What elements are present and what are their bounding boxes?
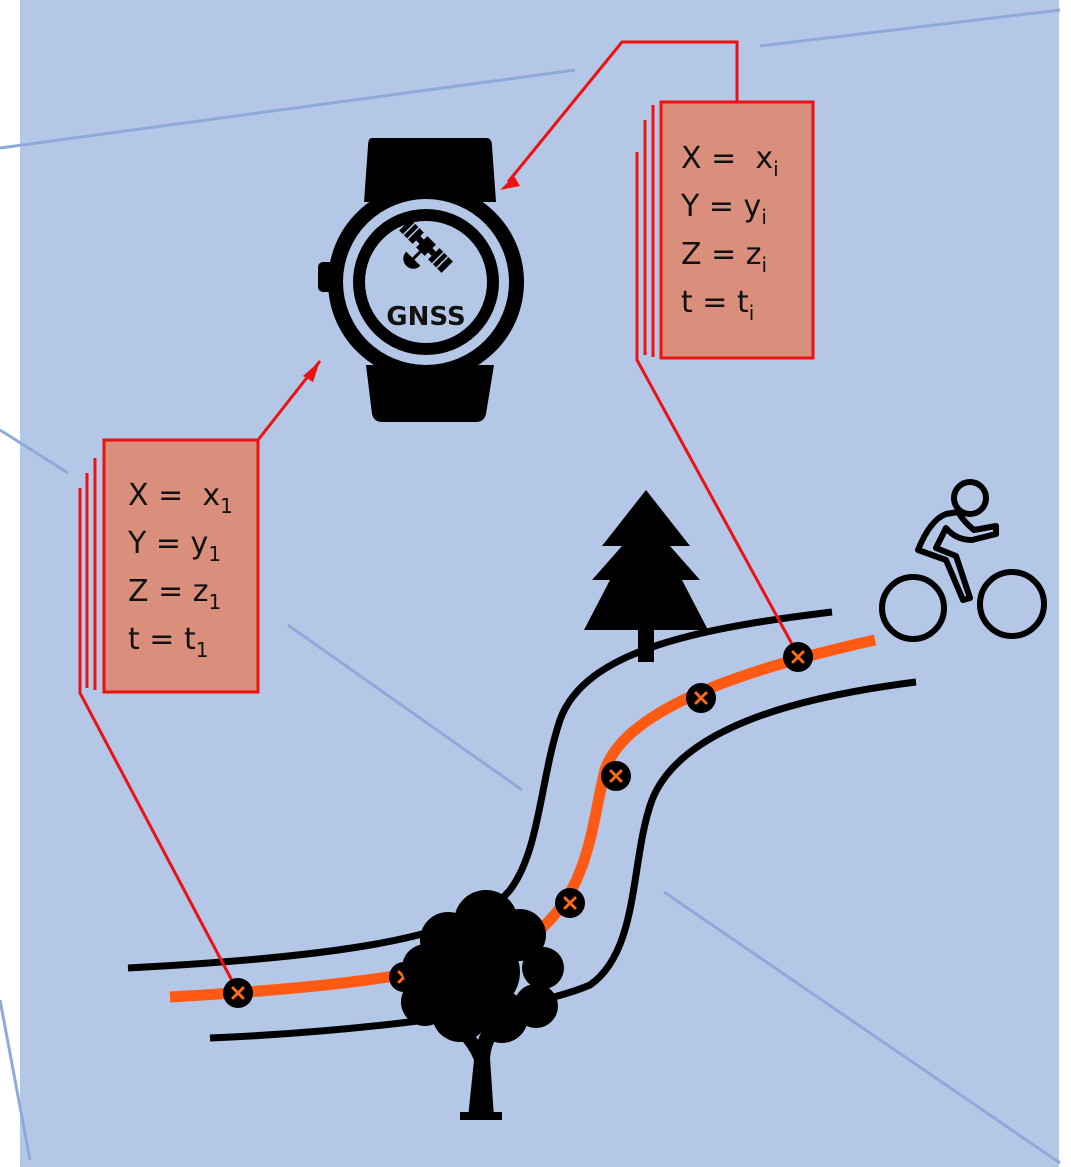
callout-i-x: X = xi bbox=[681, 141, 779, 181]
callout-first-y: Y = y1 bbox=[127, 526, 221, 566]
track-point-marker bbox=[783, 642, 813, 672]
track-point-marker bbox=[601, 761, 631, 791]
callout-ith-fix: X = xi Y = yi Z = zi t = ti bbox=[645, 102, 813, 358]
track-point-marker bbox=[555, 888, 585, 918]
watch-gnss-label: GNSS bbox=[386, 302, 465, 332]
track-point-marker bbox=[686, 683, 716, 713]
callout-first-z: Z = z1 bbox=[128, 574, 221, 614]
callout-first-x: X = x1 bbox=[128, 478, 233, 518]
callout-i-y: Y = yi bbox=[680, 189, 767, 229]
callout-i-z: Z = zi bbox=[681, 237, 767, 277]
callout-first-fix: X = x1 Y = y1 Z = z1 t = t1 bbox=[87, 440, 258, 692]
callout-i-t: t = ti bbox=[681, 285, 754, 325]
track-point-marker bbox=[223, 978, 253, 1008]
